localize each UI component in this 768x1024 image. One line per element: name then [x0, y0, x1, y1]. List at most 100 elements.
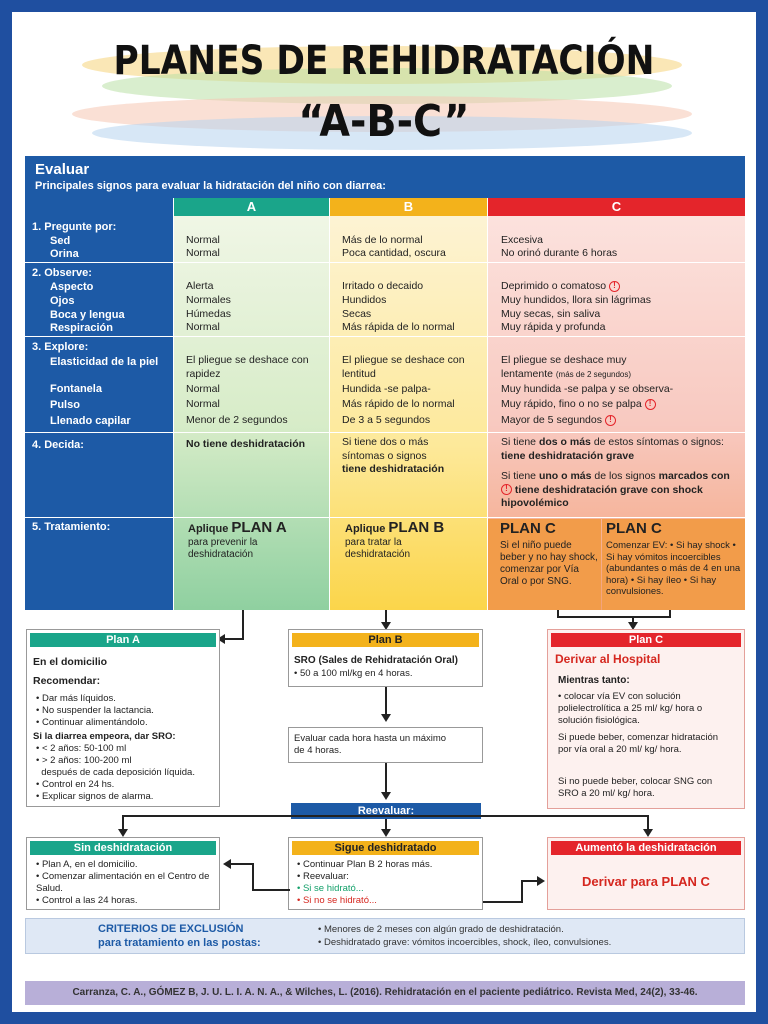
- sigue-deshidratado-header: Sigue deshidratado: [292, 841, 479, 855]
- cell-c: Muy secas, sin saliva: [501, 308, 601, 320]
- cell-c: Mayor de 5 segundos !: [501, 414, 616, 428]
- cell-c: Si tiene dos o más de estos síntomas o s…: [501, 436, 737, 463]
- plan-a-where: En el domicilio: [33, 656, 108, 668]
- plan-c-label: PLAN C: [500, 520, 556, 537]
- connector-line: [122, 815, 649, 817]
- warning-icon: !: [501, 484, 512, 496]
- plan-c-mientras: Mientras tanto:: [558, 675, 630, 686]
- cell-c-bold: dos o más: [538, 436, 591, 448]
- sigue-deshidratado-box: Sigue deshidratado • Continuar Plan B 2 …: [288, 837, 483, 910]
- row-item: Pulso: [50, 399, 80, 411]
- warning-icon: !: [608, 280, 620, 292]
- connector-line: [242, 610, 244, 640]
- cell-c: Muy rápida y profunda: [501, 321, 606, 333]
- row-pregunte-label: 1. Pregunte por:: [32, 221, 117, 233]
- plan-a-item: • Explicar signos de alarma.: [36, 791, 154, 802]
- arrow-icon: [537, 876, 545, 886]
- row-explore-label: 3. Explore:: [32, 341, 89, 353]
- plan-c-p2: Si puede beber, comenzar hidratación por…: [558, 732, 719, 755]
- row-divider: [25, 432, 745, 433]
- cell-c-text: Si tiene: [501, 470, 537, 482]
- connector-line: [385, 610, 387, 624]
- brush-decoration: [92, 116, 692, 150]
- row-item: Boca y lengua: [50, 309, 125, 321]
- connector-line: [483, 901, 523, 903]
- plan-c-label: PLAN C: [606, 520, 662, 537]
- connector-line: [385, 687, 387, 717]
- plan-a-item: • No suspender la lactancia.: [36, 705, 154, 716]
- cell-c-text: Mayor de 5 segundos: [501, 414, 602, 426]
- cell-c-text: El pliegue se deshace muy lentamente: [501, 354, 627, 380]
- cell-b: Si tiene dos o más síntomas o signos: [342, 436, 429, 462]
- cell-c-note: (más de 2 segundos): [555, 369, 632, 379]
- connector-line: [647, 815, 649, 831]
- plan-a-item: • Control en 24 hs.: [36, 779, 115, 790]
- plan-a-rec: Recomendar:: [33, 675, 101, 687]
- plan-b-label: PLAN B: [388, 519, 445, 536]
- plan-b-eval-box: Evaluar cada hora hasta un máximo de 4 h…: [288, 727, 483, 763]
- row-divider: [25, 336, 745, 337]
- plan-a-item: • < 2 años: 50-100 ml: [36, 743, 127, 754]
- citation: Carranza, C. A., GÓMEZ B, J. U. L. I. A.…: [25, 981, 745, 1005]
- cell-a: Normal: [186, 383, 220, 395]
- plan-a-item: • Continuar alimentándolo.: [36, 717, 148, 728]
- plan-c-oral-box: PLAN C Si el niño puede beber y no hay s…: [488, 519, 601, 610]
- warning-icon: !: [604, 414, 616, 426]
- connector-line: [122, 815, 124, 831]
- row-item: Sed: [50, 235, 71, 247]
- sin-deshidratacion-header: Sin deshidratación: [30, 841, 216, 855]
- plan-a-box: Plan A En el domicilio Recomendar: • Dar…: [26, 629, 220, 807]
- plan-c-ev-box: PLAN C Comenzar EV: • Si hay shock • Si …: [602, 519, 745, 610]
- cell-a: No tiene deshidratación: [186, 438, 306, 450]
- row-divider: [25, 517, 745, 518]
- cell-c: Excesiva: [501, 234, 544, 246]
- plan-c-header: Plan C: [551, 633, 741, 647]
- cell-b: Hundidos: [342, 294, 387, 306]
- sigue-item: • Continuar Plan B 2 horas más.: [297, 859, 433, 870]
- criteria-column: [25, 198, 173, 610]
- column-b-header: B: [330, 198, 487, 216]
- cell-c-bold: uno o más: [538, 470, 592, 482]
- arrow-icon: [223, 859, 231, 869]
- sin-deshidratacion-item: • Control a las 24 horas.: [36, 895, 138, 906]
- plan-a-header: Plan A: [30, 633, 216, 647]
- aumento-header: Aumentó la deshidratación: [551, 841, 741, 855]
- cell-c: Deprimido o comatoso !: [501, 280, 620, 294]
- row-tratamiento-label: 5. Tratamiento:: [32, 521, 111, 533]
- cell-b: Más rápido de lo normal: [342, 398, 455, 410]
- cell-b: Más rápida de lo normal: [342, 321, 455, 333]
- cell-a: Normal: [186, 234, 220, 246]
- cell-b: Hundida -se palpa-: [342, 383, 431, 395]
- connector-line: [521, 880, 523, 903]
- sin-deshidratacion-item: • Comenzar alimentación en el Centro de …: [36, 871, 210, 894]
- plan-c-box: Plan C Derivar al Hospital Mientras tant…: [547, 629, 745, 809]
- cell-c-text: de los signos: [594, 470, 656, 482]
- apply-text: Aplique: [188, 523, 229, 535]
- plan-a-label: PLAN A: [231, 519, 287, 536]
- connector-line: [230, 863, 254, 865]
- cell-c-text: Muy rápido, fino o no se palpa: [501, 398, 642, 410]
- connector-line: [385, 763, 387, 793]
- row-item: Fontanela: [50, 383, 102, 395]
- arrow-icon: [381, 622, 391, 630]
- cell-c: El pliegue se deshace muy lentamente (má…: [501, 354, 681, 381]
- cell-a: Normales: [186, 294, 231, 306]
- connector-line: [557, 616, 671, 618]
- evaluar-header: Evaluar Principales signos para evaluar …: [25, 156, 745, 198]
- connector-line: [252, 863, 254, 891]
- row-item: Elasticidad de la piel: [50, 356, 159, 368]
- cell-a: Normal: [186, 321, 220, 333]
- criterios-item: • Deshidratado grave: vómitos incoercibl…: [318, 937, 612, 948]
- cell-c: Muy hundidos, llora sin lágrimas: [501, 294, 651, 306]
- connector-line: [632, 616, 634, 624]
- evaluar-title: Evaluar: [35, 161, 90, 178]
- arrow-icon: [643, 829, 653, 837]
- sigue-no-hidrato: • Si no se hidrató...: [297, 895, 377, 906]
- sin-deshidratacion-box: Sin deshidratación • Plan A, en el domic…: [26, 837, 220, 910]
- cell-c-text: de estos síntomas o signos:: [593, 436, 724, 448]
- cell-b: El pliegue se deshace con lentitud: [342, 354, 465, 380]
- arrow-icon: [628, 622, 638, 630]
- cell-c-bold: tiene deshidratación grave: [501, 449, 635, 462]
- arrow-icon: [381, 792, 391, 800]
- aumento-text: Derivar para PLAN C: [582, 874, 710, 889]
